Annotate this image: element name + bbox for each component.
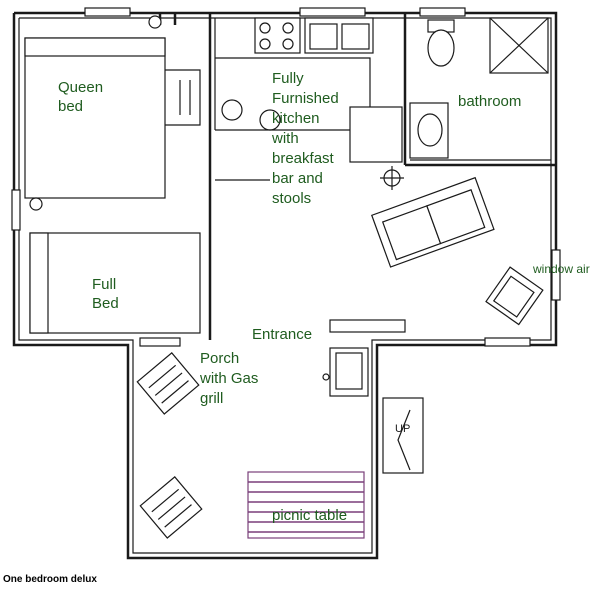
grill [322,347,369,397]
bathroom-label: bathroom [458,93,521,110]
heater-vent [329,319,406,333]
queen-bed [24,37,166,199]
lamp-icon [29,197,43,211]
stairs-up-label: UP [395,423,410,435]
porch-chair [136,352,200,415]
bathroom-sink [409,102,449,159]
queen-bed-label: Queen bed [58,79,107,115]
armchair [485,266,544,326]
windows [11,7,561,347]
interior-walls [158,13,556,340]
refrigerator [349,106,403,163]
full-bed-label: Full Bed [92,276,120,312]
picnic-table-label: picnic table [272,507,347,524]
entrance-label: Entrance [252,326,312,343]
porch-label: Porch with Gas grill [199,350,263,407]
stove [254,17,301,54]
shower [489,17,549,74]
kitchen-sink [304,17,374,54]
window-air-label: window air [532,262,590,276]
kitchen-counter [215,57,371,108]
lamp-icon [380,166,404,190]
plan-caption: One bedroom delux [3,574,97,585]
picnic-table [247,471,365,539]
full-bed [29,232,201,334]
stairs [382,397,424,474]
toilet [427,19,455,67]
lamp-icon [148,15,162,29]
exterior-walls [12,11,558,560]
kitchen-label: Fully Furnished kitchen with breakfast b… [271,70,343,207]
sofa [370,176,495,268]
porch-chair [139,476,203,539]
stool-icon [221,99,243,121]
